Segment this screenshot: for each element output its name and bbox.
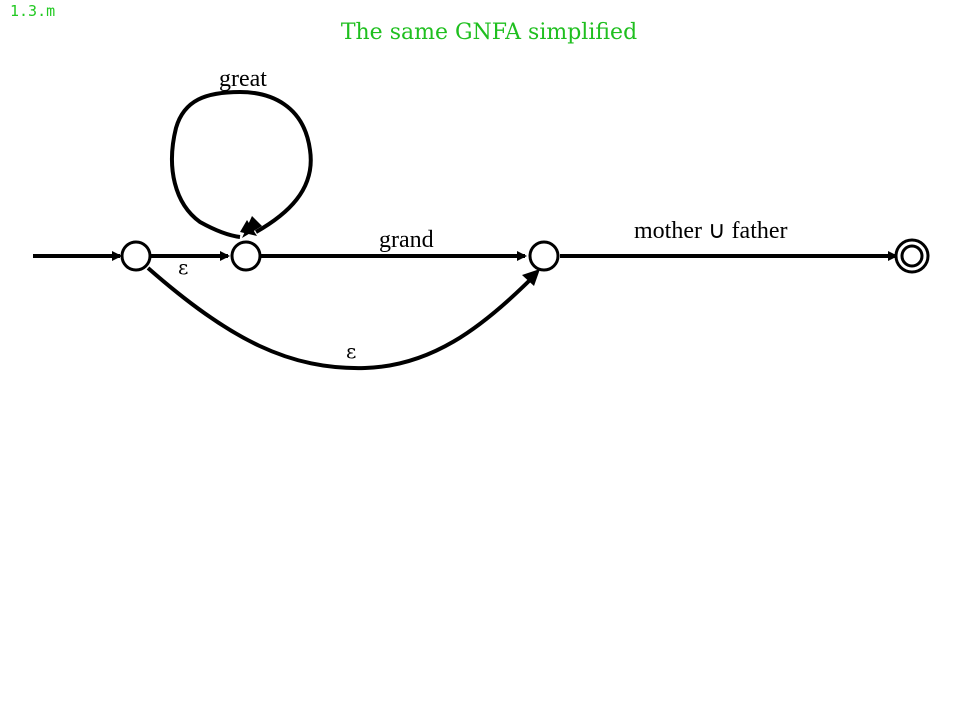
slide-number: 1.3.m (10, 2, 56, 20)
edge-start-q2-arrowhead (522, 269, 540, 286)
state-q2 (528, 240, 560, 272)
edge-start-q2 (146, 266, 536, 371)
label-grand: grand (379, 227, 434, 253)
slide-title: The same GNFA simplified (340, 20, 638, 45)
self-loop-q1 (169, 89, 313, 239)
label-mother-or-father: mother ∪ father (634, 218, 788, 244)
label-great: great (219, 66, 267, 92)
label-epsilon-start-q2: ε (346, 339, 356, 363)
state-start (120, 240, 152, 272)
self-loop-arrowhead-2 (240, 220, 257, 236)
state-accept-inner (900, 244, 924, 268)
state-q1 (230, 240, 262, 272)
label-epsilon-start-q1: ε (178, 255, 188, 279)
